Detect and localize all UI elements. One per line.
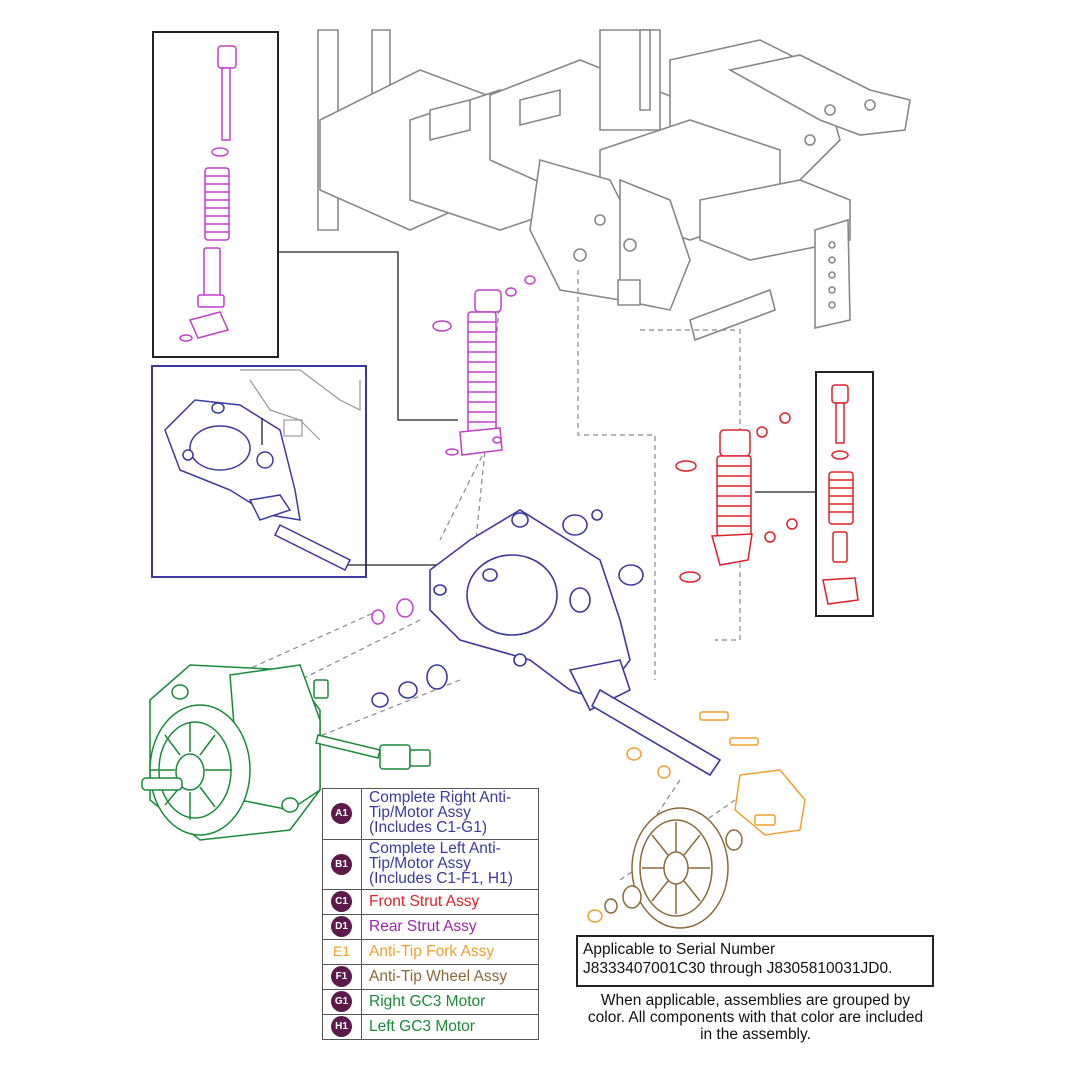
legend-row-a1: A1 Complete Right Anti-Tip/Motor Assy (I…: [323, 789, 538, 839]
rear-strut-main: [432, 275, 536, 456]
badge-a1: A1: [331, 803, 352, 824]
badge-f1: F1: [331, 966, 352, 987]
anti-tip-arm-main: [371, 509, 722, 777]
gc3-motor: [141, 664, 431, 841]
assembly-legend: A1 Complete Right Anti-Tip/Motor Assy (I…: [322, 788, 539, 1040]
rear-strut-inset: [152, 31, 279, 358]
anti-tip-arm-inset: [151, 365, 367, 578]
chassis-frame: [317, 29, 911, 342]
badge-d1: D1: [331, 916, 352, 937]
badge-e1: E1: [332, 943, 351, 959]
anti-tip-wheel: [604, 807, 743, 929]
legend-text-h1: Left GC3 Motor: [369, 1018, 475, 1035]
rear-strut-leader: [278, 251, 458, 421]
front-strut-main: [675, 412, 798, 583]
legend-text-b1: Complete Left Anti-Tip/Motor Assy (Inclu…: [369, 840, 513, 887]
legend-text-d1: Rear Strut Assy: [369, 918, 477, 935]
badge-h1: H1: [331, 1016, 352, 1037]
legend-text-g1: Right GC3 Motor: [369, 993, 486, 1010]
legend-row-g1: G1 Right GC3 Motor: [323, 989, 538, 1014]
anti-tip-fork: [587, 711, 806, 923]
badge-c1: C1: [331, 891, 352, 912]
legend-row-f1: F1 Anti-Tip Wheel Assy: [323, 964, 538, 989]
rear-strut-lower-hardware: [371, 598, 414, 625]
legend-row-e1: E1 Anti-Tip Fork Assy: [323, 939, 538, 964]
legend-text-a1: Complete Right Anti-Tip/Motor Assy (Incl…: [369, 789, 512, 836]
serial-line-2: J8333407001C30 through J8305810031JD0.: [583, 960, 893, 977]
serial-line-1: Applicable to Serial Number: [583, 941, 776, 958]
color-grouping-note: When applicable, assemblies are grouped …: [587, 992, 924, 1043]
legend-text-c1: Front Strut Assy: [369, 893, 480, 910]
legend-row-c1: C1 Front Strut Assy: [323, 889, 538, 914]
badge-g1: G1: [331, 991, 352, 1012]
front-strut-inset: [815, 371, 874, 617]
legend-text-f1: Anti-Tip Wheel Assy: [369, 968, 508, 985]
serial-number-box: Applicable to Serial Number J8333407001C…: [576, 935, 934, 987]
legend-row-d1: D1 Rear Strut Assy: [323, 914, 538, 939]
legend-row-h1: H1 Left GC3 Motor: [323, 1014, 538, 1039]
legend-row-b1: B1 Complete Left Anti-Tip/Motor Assy (In…: [323, 839, 538, 889]
legend-text-e1: Anti-Tip Fork Assy: [369, 943, 495, 960]
badge-b1: B1: [331, 854, 352, 875]
